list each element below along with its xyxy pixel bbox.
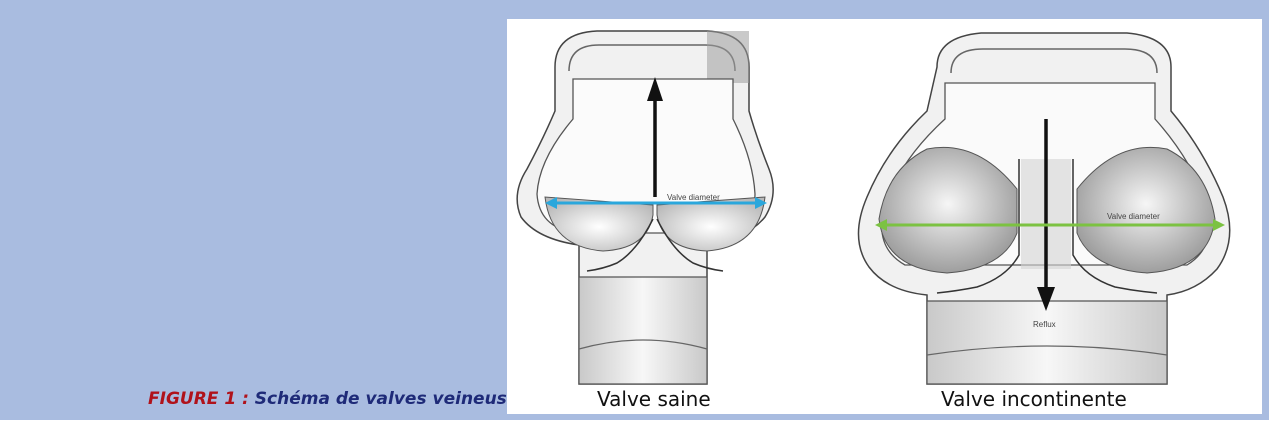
figure-caption: FIGURE 1 : Schéma de valves veineuses.	[148, 389, 535, 409]
incontinent-valve: Reflux Valve diameter	[858, 33, 1229, 384]
caption-text: Schéma de valves veineuses.	[255, 389, 535, 409]
healthy-valve-title: Valve saine	[597, 387, 711, 411]
caption-label: FIGURE 1 :	[148, 389, 249, 409]
valve-diagram: Valve diameter Reflux	[507, 19, 1262, 414]
healthy-valve: Valve diameter	[517, 31, 773, 384]
incontinent-valve-title: Valve incontinente	[941, 387, 1127, 411]
valve-diameter-label: Valve diameter	[667, 193, 720, 202]
wall-shading	[707, 31, 749, 83]
reflux-label: Reflux	[1033, 320, 1056, 329]
incontinent-diameter-label: Valve diameter	[1107, 212, 1160, 221]
figure-image: Valve diameter Reflux	[507, 19, 1262, 414]
